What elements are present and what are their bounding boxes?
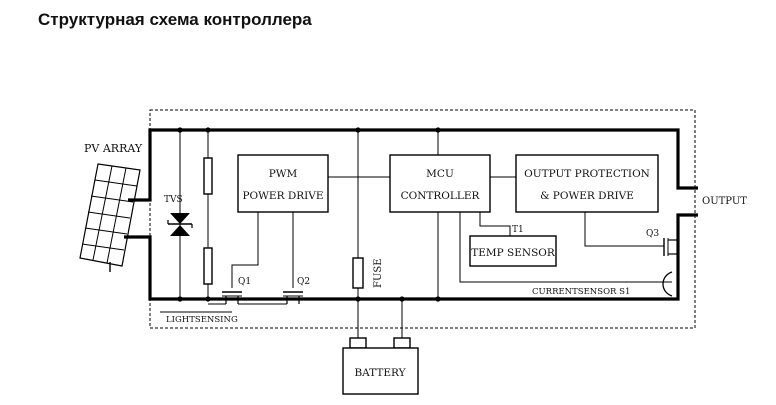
q3-gate-wire	[584, 212, 664, 247]
tvs-label: TVS	[164, 195, 183, 205]
q2-label: Q2	[297, 277, 310, 287]
temp-sensor-label: TEMP SENSOR	[471, 247, 556, 259]
q1-label: Q1	[238, 277, 251, 287]
mcu-label-line2: CONTROLLER	[401, 190, 481, 202]
current-sensor-icon	[662, 271, 673, 297]
battery-positive-terminal	[349, 337, 367, 349]
temp-sensor-box	[469, 235, 557, 267]
positive-bus	[128, 128, 698, 202]
current-sensor-label: CURRENTSENSOR S1	[532, 287, 630, 297]
divider-resistor-bottom	[203, 247, 213, 285]
light-sensing-label: LIGHTSENSING	[166, 315, 238, 325]
battery-label: BATTERY	[354, 367, 406, 379]
q3-transistor-icon	[663, 238, 678, 256]
t1-label: T1	[512, 225, 524, 235]
controller-enclosure	[149, 109, 696, 329]
battery-negative-terminal	[393, 337, 411, 349]
q1-transistor-icon	[208, 291, 242, 305]
current-sense-wire	[459, 212, 672, 283]
mcu-controller-box	[389, 154, 491, 213]
page-title: Структурная схема контроллера	[38, 10, 312, 29]
negative-bus	[124, 213, 698, 301]
output-protection-label-line2: & POWER DRIVE	[540, 190, 634, 202]
q3-label: Q3	[646, 229, 659, 239]
pwm-label-line2: POWER DRIVE	[242, 190, 323, 202]
bus-junctions	[177, 127, 441, 302]
mcu-temp-wire	[479, 212, 511, 236]
output-protection-label-line1: OUTPUT PROTECTION	[524, 168, 650, 180]
fuse-icon	[352, 257, 364, 289]
mcu-label-line1: MCU	[426, 168, 454, 180]
pwm-label-line1: PWM	[269, 168, 298, 180]
pwm-power-drive-box	[237, 154, 329, 213]
tvs-diode-icon	[167, 213, 193, 236]
fuse-label: FUSE	[373, 258, 384, 288]
battery-box	[342, 347, 419, 395]
q2-transistor-icon	[238, 291, 303, 305]
output-protection-box	[515, 154, 659, 213]
output-label: OUTPUT	[702, 196, 747, 207]
divider-resistor-top	[203, 157, 213, 195]
pv-array-icon	[79, 163, 141, 272]
pv-array-label: PV ARRAY	[84, 142, 143, 155]
q1-gate-wire	[231, 212, 259, 288]
